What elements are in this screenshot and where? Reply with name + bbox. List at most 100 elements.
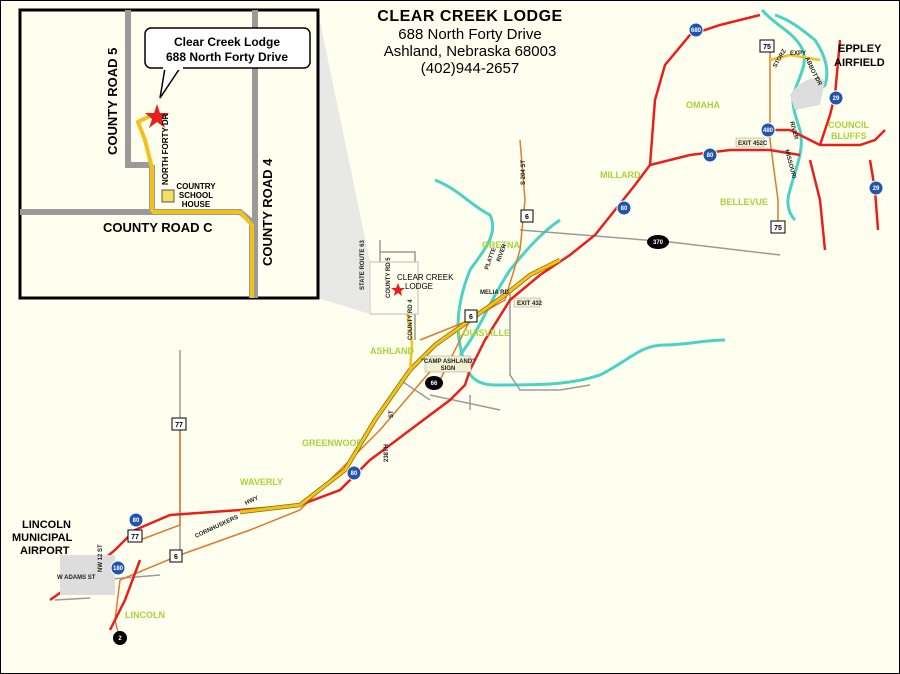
inset-county-road-c: COUNTY ROAD C: [103, 220, 213, 235]
shield-us6-mid: 6: [464, 309, 478, 323]
svg-text:180: 180: [113, 566, 124, 572]
label-airport-3: AIRPORT: [20, 545, 70, 557]
svg-text:6: 6: [174, 554, 178, 561]
inset-county-road-4: COUNTY ROAD 4: [260, 158, 275, 266]
label-state-route-63: STATE ROUTE 63: [360, 240, 366, 290]
lodge-address: 688 North Forty Drive: [398, 26, 542, 43]
svg-text:75: 75: [763, 44, 771, 51]
shield-us77-north: 77: [171, 417, 187, 431]
svg-text:6: 6: [469, 314, 473, 321]
shield-us75-south: 75: [770, 220, 786, 234]
shield-ne66: 66: [425, 376, 443, 390]
inset-county-road-5: COUNTY ROAD 5: [105, 48, 120, 155]
label-238th: 238TH: [384, 444, 390, 462]
label-nw12st: NW 12 ST: [98, 544, 104, 572]
shield-ne2: 2: [113, 631, 127, 645]
svg-text:680: 680: [691, 28, 702, 34]
shield-i29-south: 29: [868, 180, 884, 196]
label-238th-st: ST: [389, 410, 395, 418]
label-millard: MILLARD: [600, 170, 641, 180]
exit-452c-sign: [735, 137, 765, 148]
lodge-title: CLEAR CREEK LODGE: [377, 8, 563, 25]
label-omaha: OMAHA: [686, 100, 720, 110]
label-airport-1: LINCOLN: [22, 519, 71, 531]
label-airport-2: MUNICIPAL: [12, 532, 73, 544]
label-lincoln: LINCOLN: [125, 610, 165, 620]
svg-text:80: 80: [621, 206, 628, 212]
label-eppley-1: EPPLEY: [838, 43, 882, 55]
label-camp-sign-1: "CAMP ASHLAND": [421, 359, 475, 365]
svg-text:77: 77: [131, 534, 139, 541]
label-county-rd-4: COUNTY RD 4: [408, 299, 414, 340]
inset-callout: [144, 27, 311, 99]
lodge-star-small: [391, 283, 405, 296]
label-wadams: W ADAMS ST: [57, 575, 96, 581]
label-exit-432: EXIT 432: [517, 301, 543, 307]
shield-us77-south: 77: [127, 529, 143, 543]
rivers: [434, 9, 829, 387]
shield-i480: 480: [760, 122, 776, 138]
label-lodge-2: LODGE: [405, 282, 433, 291]
svg-text:66: 66: [431, 381, 438, 387]
shield-i80-gretna: 80: [616, 200, 632, 216]
shield-i80-greenwood: 80: [346, 465, 362, 481]
label-exit-452c: EXIT 452C: [738, 141, 768, 147]
lincoln-airport-area: [60, 555, 115, 595]
eppley-airfield-area: [790, 78, 825, 110]
inset-north-forty-dr: NORTH FORTY DR: [161, 113, 170, 185]
label-council-2: BLUFFS: [831, 131, 867, 141]
lodge-city: Ashland, Nebraska 68003: [383, 43, 557, 60]
school-line1: COUNTRY: [176, 182, 216, 191]
lodge-star: [145, 104, 169, 128]
svg-text:6: 6: [525, 214, 529, 221]
label-melia-rd: MELIA RD: [480, 290, 509, 296]
svg-text:370: 370: [653, 240, 664, 246]
callout-name: Clear Creek Lodge: [174, 35, 280, 49]
label-river-right: RIVER: [788, 121, 799, 141]
shield-us75-north: 75: [759, 39, 775, 53]
exit-432-sign: [513, 297, 541, 308]
svg-text:29: 29: [833, 96, 840, 102]
camp-sign: [424, 355, 472, 373]
callout-address: 688 North Forty Drive: [166, 50, 288, 64]
label-greenwood: GREENWOOD: [302, 438, 364, 448]
route-to-lodge: [239, 53, 821, 515]
label-louisville: LOUISVILLE: [457, 328, 510, 338]
map-header: CLEAR CREEK LODGE 688 North Forty Drive …: [330, 8, 610, 77]
label-waverly: WAVERLY: [240, 477, 283, 487]
inset-route: [135, 113, 154, 212]
label-s204st: S 204 ST: [521, 160, 527, 185]
school-house-icon: [161, 189, 175, 203]
svg-text:29: 29: [873, 186, 880, 192]
shield-us6-lincoln: 6: [169, 549, 183, 563]
school-line3: HOUSE: [182, 200, 211, 209]
shield-i680-north: 680: [688, 22, 704, 38]
svg-text:2: 2: [118, 636, 122, 642]
shield-ne370: 370: [647, 235, 669, 249]
inset-leader: [318, 12, 370, 314]
label-bellevue: BELLEVUE: [720, 197, 768, 207]
label-council-1: COUNCIL: [828, 120, 869, 130]
label-gretna: GRETNA: [482, 240, 521, 250]
label-lodge-1: CLEAR CREEK: [397, 273, 454, 282]
label-hwy: HWY: [244, 495, 259, 506]
svg-text:480: 480: [763, 128, 774, 134]
label-dr: DR: [813, 76, 822, 87]
svg-text:80: 80: [133, 518, 140, 524]
shield-i180: 180: [110, 560, 126, 576]
svg-text:77: 77: [175, 422, 183, 429]
svg-text:75: 75: [774, 225, 782, 232]
svg-text:80: 80: [707, 153, 714, 159]
label-eppley-2: AIRFIELD: [834, 57, 885, 69]
label-county-rd-5: COUNTY RD 5: [386, 257, 392, 298]
shield-i80-lincoln: 80: [128, 512, 144, 528]
label-expy: EXPY: [790, 51, 806, 57]
shield-us6-north: 6: [520, 209, 534, 223]
school-line2: SCHOOL: [179, 191, 213, 200]
label-camp-sign-2: SIGN: [441, 366, 456, 372]
lodge-phone: (402)944-2657: [420, 60, 520, 77]
svg-text:80: 80: [351, 471, 358, 477]
inset-route-countyc: [152, 210, 254, 298]
